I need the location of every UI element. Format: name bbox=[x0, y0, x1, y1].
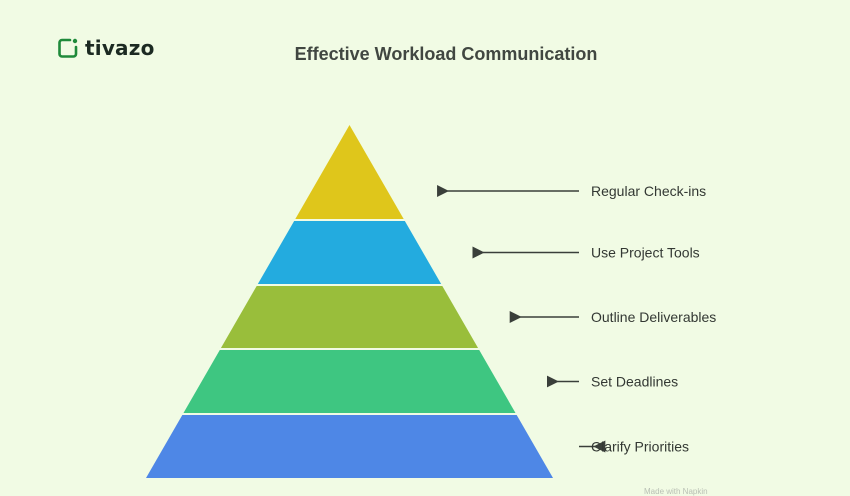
pyramid-level-2 bbox=[257, 221, 442, 284]
pyramid-level-5 bbox=[146, 415, 553, 478]
level-label-3: Outline Deliverables bbox=[591, 309, 716, 325]
page-title: Effective Workload Communication bbox=[294, 44, 598, 64]
level-label-1: Regular Check-ins bbox=[591, 183, 706, 199]
brand-name: tivazo bbox=[85, 36, 155, 60]
pyramid-level-3 bbox=[220, 286, 479, 348]
level-label-4: Set Deadlines bbox=[591, 374, 678, 390]
brand-logo: tivazo bbox=[57, 36, 155, 60]
watermark: Made with Napkin bbox=[644, 487, 708, 496]
level-label-2: Use Project Tools bbox=[591, 245, 700, 261]
pyramid-level-1 bbox=[295, 125, 404, 219]
level-label-5: Clarify Priorities bbox=[591, 439, 689, 455]
pyramid-level-4 bbox=[183, 350, 516, 413]
logo-icon bbox=[58, 38, 78, 58]
